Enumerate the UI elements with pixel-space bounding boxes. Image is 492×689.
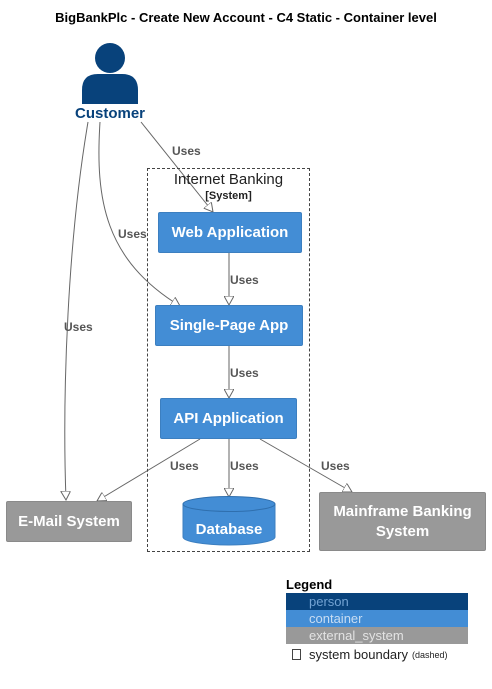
diagram-title: BigBankPlc - Create New Account - C4 Sta…	[55, 10, 437, 25]
edge-label-api-database: Uses	[230, 459, 259, 473]
edge-api-mainframe	[259, 438, 352, 492]
api-application-node[interactable]: API Application	[160, 398, 297, 439]
database-label: Database	[195, 521, 263, 538]
edge-label-customer-webapp: Uses	[172, 144, 201, 158]
mainframe-system-node[interactable]: Mainframe Banking System	[319, 492, 486, 551]
edge-label-webapp-spa: Uses	[230, 273, 259, 287]
system-boundary	[147, 168, 310, 552]
legend-title: Legend	[286, 577, 333, 592]
legend-label-external: external_system	[309, 628, 404, 643]
edge-label-customer-spa: Uses	[118, 227, 147, 241]
boundary-subtitle: [System]	[205, 190, 252, 202]
legend-label-person: person	[309, 594, 349, 609]
legend-note-boundary: (dashed)	[412, 649, 448, 660]
legend-label-boundary: system boundary	[309, 647, 408, 662]
email-system-node[interactable]: E-Mail System	[6, 501, 132, 542]
legend-item-container: container	[286, 610, 468, 627]
edge-label-customer-email: Uses	[64, 320, 93, 334]
edge-label-api-email: Uses	[170, 459, 199, 473]
edge-customer-email	[65, 121, 89, 500]
single-page-app-node[interactable]: Single-Page App	[155, 305, 303, 346]
boundary-title: Internet Banking	[173, 171, 284, 188]
edge-label-api-mainframe: Uses	[321, 459, 350, 473]
legend-swatch-external	[292, 630, 301, 641]
legend-swatch-boundary	[292, 649, 301, 660]
customer-label[interactable]: Customer	[74, 105, 145, 122]
legend-swatch-person	[292, 596, 301, 607]
database-node[interactable]	[182, 496, 276, 546]
legend-item-external-system: external_system	[286, 627, 468, 644]
edge-customer-spa	[98, 121, 180, 306]
legend-item-system-boundary: system boundary (dashed)	[286, 646, 468, 663]
person-icon	[82, 43, 138, 104]
web-application-node[interactable]: Web Application	[158, 212, 302, 253]
legend-item-person: person	[286, 593, 468, 610]
edge-api-email	[97, 438, 201, 501]
edge-customer-webapp	[140, 121, 213, 212]
legend-label-container: container	[309, 611, 363, 626]
legend-swatch-container	[292, 613, 301, 624]
edge-label-spa-api: Uses	[230, 366, 259, 380]
